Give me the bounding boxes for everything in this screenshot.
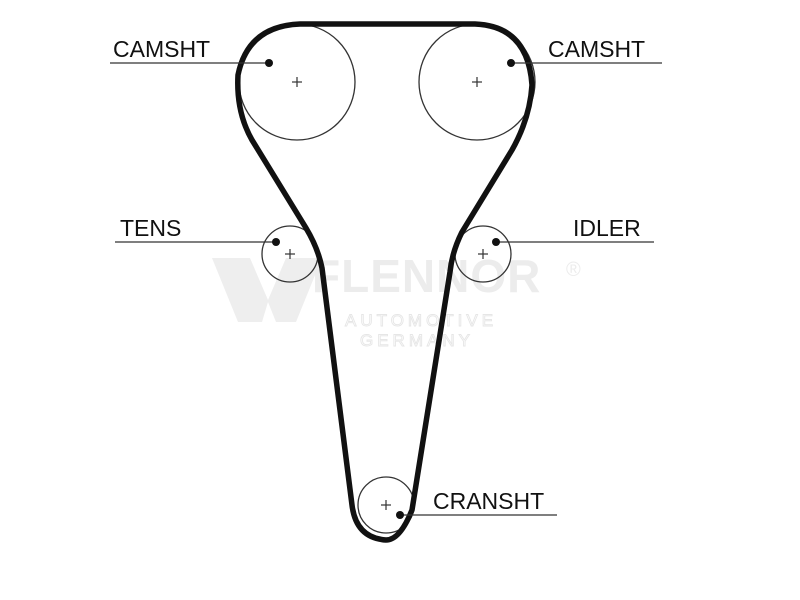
tensioner-dot (272, 238, 280, 246)
crankshaft-label: CRANSHT (433, 488, 544, 514)
camshaft-right-dot (507, 59, 515, 67)
watermark-registered: ® (566, 259, 581, 281)
watermark-brand: FLENNOR (312, 250, 541, 302)
left-camshaft-center-mark (292, 77, 302, 87)
tensioner-label: TENS (120, 215, 181, 241)
timing-belt (235, 21, 535, 543)
camshaft-right-label: CAMSHT (548, 36, 645, 62)
tensioner-center-mark (285, 249, 295, 259)
right-camshaft-center-mark (472, 77, 482, 87)
watermark-logo (212, 258, 322, 322)
camshaft-left-dot (265, 59, 273, 67)
crankshaft-dot (396, 511, 404, 519)
camshaft-left-label: CAMSHT (113, 36, 210, 62)
watermark-line1: AUTOMOTIVE (345, 311, 497, 330)
idler-dot (492, 238, 500, 246)
idler-label: IDLER (573, 215, 641, 241)
crankshaft-center-mark (381, 500, 391, 510)
watermark: FLENNOR ® AUTOMOTIVE GERMANY (212, 250, 581, 350)
watermark-line2: GERMANY (360, 331, 474, 350)
idler-center-mark (478, 249, 488, 259)
